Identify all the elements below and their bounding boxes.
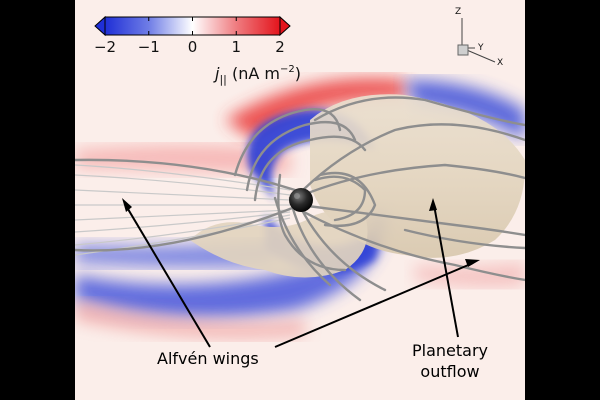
axis-label-z: Z bbox=[455, 7, 462, 17]
colorbar-title-close: ) bbox=[294, 64, 301, 83]
simulation-figure: −2 −1 0 1 2 j|| (nA m−2) Z Y X Alfvén wi… bbox=[75, 0, 525, 400]
axis-label-x: X bbox=[497, 58, 504, 68]
colorbar-tick-label: 1 bbox=[231, 38, 242, 56]
colorbar-tick-label: −1 bbox=[137, 38, 160, 56]
magnetic-field-lines bbox=[75, 96, 525, 302]
axis-triad bbox=[457, 18, 496, 63]
axis-label-y: Y bbox=[478, 43, 484, 53]
annotation-planetary-outflow: Planetary outflow bbox=[412, 340, 488, 382]
planet bbox=[289, 188, 313, 212]
colorbar-title-symbol: j bbox=[215, 64, 220, 83]
colorbar-title: j|| (nA m−2) bbox=[215, 64, 301, 86]
colorbar bbox=[94, 15, 291, 37]
colorbar-tick-label: 0 bbox=[187, 38, 198, 56]
colorbar-tick-label: 2 bbox=[275, 38, 285, 56]
annotation-alfven-wings: Alfvén wings bbox=[157, 349, 259, 368]
annotation-planetary-line2: outflow bbox=[420, 362, 480, 381]
magnetosphere-render bbox=[75, 0, 525, 400]
colorbar-title-unit: (nA m bbox=[231, 64, 280, 83]
colorbar-title-exponent: −2 bbox=[279, 64, 295, 75]
arrowheads bbox=[122, 198, 480, 267]
colorbar-title-subscript: || bbox=[219, 73, 227, 86]
annotation-planetary-line1: Planetary bbox=[412, 341, 489, 360]
colorbar-tick-label: −2 bbox=[93, 38, 117, 56]
annotation-arrows bbox=[124, 203, 474, 348]
